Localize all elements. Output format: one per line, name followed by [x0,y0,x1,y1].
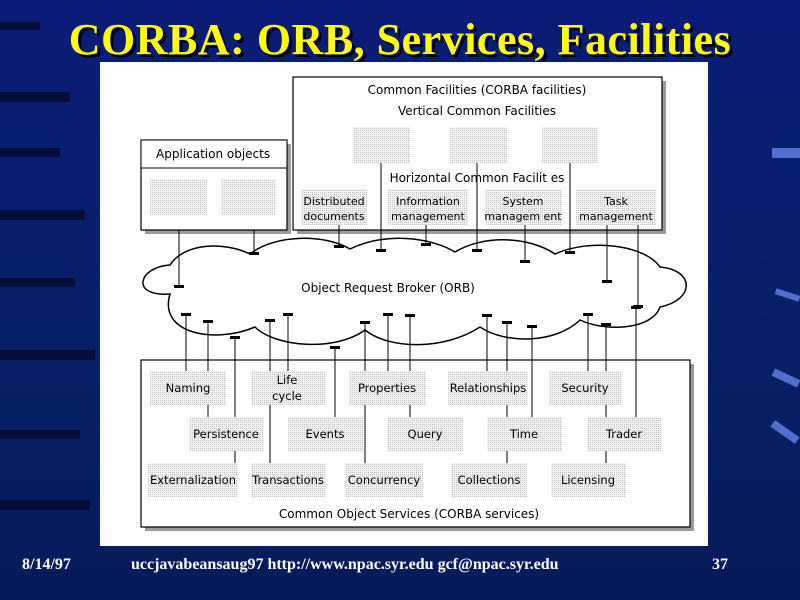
lifecycle-line2: cycle [272,389,302,403]
task-management-box [576,189,656,225]
vertical-facility-3 [542,127,598,163]
properties-box [349,371,426,405]
bg-stripe [0,278,75,287]
bg-dash [772,148,800,158]
task-management-line1: Task [603,195,628,208]
footer-page-number: 37 [712,556,728,573]
events-label: Events [306,427,345,441]
orb-upper-connectors [178,163,639,306]
query-box [387,417,463,451]
footer-center: uccjavabeansaug97 http://www.npac.syr.ed… [131,556,559,573]
lifecycle-box [251,371,326,405]
services-title: Common Object Services (CORBA services) [279,507,539,521]
licensing-label: Licensing [561,473,615,487]
transactions-box [251,463,326,497]
licensing-box [551,463,626,497]
events-box [288,417,363,451]
externalization-label: Externalization [150,473,236,487]
bg-stripe [0,22,40,30]
app-objects-title-box [140,139,288,169]
trader-label: Trader [605,427,642,441]
concurrency-box [345,463,423,497]
security-label: Security [561,381,608,395]
system-management-line1: System [502,195,543,208]
relationships-label: Relationships [450,381,527,395]
collections-box [451,463,527,497]
properties-label: Properties [358,381,416,395]
bg-dash [770,420,800,444]
system-management-line2: managem ent [484,210,562,223]
time-box [487,417,562,451]
query-label: Query [408,427,443,441]
distributed-documents-line2: documents [303,210,364,223]
application-object-2 [221,179,276,215]
naming-label: Naming [166,381,211,395]
bg-dash [774,288,800,302]
orb-lower-stubs [181,306,641,349]
bg-stripe [0,350,95,360]
persistence-box [189,417,264,451]
externalization-box [148,463,238,497]
distributed-documents-line1: Distributed [303,195,364,208]
collections-label: Collections [458,473,521,487]
vertical-facility-1 [353,127,410,163]
orb-label: Object Request Broker (ORB) [301,281,475,295]
vertical-facility-2 [450,127,507,163]
orb-upper-stubs [174,243,643,308]
bg-stripe [0,148,60,157]
transactions-label: Transactions [251,473,324,487]
system-management-box [485,189,562,225]
information-management-line1: Information [396,195,460,208]
trader-box [587,417,661,451]
naming-box [150,371,226,405]
bg-stripe [0,210,85,220]
vertical-title: Vertical Common Facilities [398,104,556,118]
relationships-box [448,371,528,405]
task-management-line2: management [579,210,653,223]
bg-dash [771,368,800,388]
footer-date: 8/14/97 [22,556,71,573]
concurrency-label: Concurrency [348,473,421,487]
slide-title: CORBA: ORB, Services, Facilities [68,15,732,64]
bg-stripe [0,92,70,102]
bg-stripe [0,500,90,510]
app-objects-title: Application objects [156,147,270,161]
information-management-line2: management [391,210,465,223]
persistence-label: Persistence [193,427,259,441]
corba-architecture-diagram: Common Facilities (CORBA facilities) Ver… [140,76,694,531]
diagram-panel: Common Facilities (CORBA facilities) Ver… [100,62,708,546]
application-object-1 [150,179,207,215]
facilities-title: Common Facilities (CORBA facilities) [368,83,587,97]
security-box [549,371,622,405]
distributed-documents-box [301,189,367,225]
information-management-box [388,189,468,225]
bg-stripe [0,430,80,439]
time-label: Time [509,427,538,441]
lifecycle-line1: Life [277,373,298,387]
